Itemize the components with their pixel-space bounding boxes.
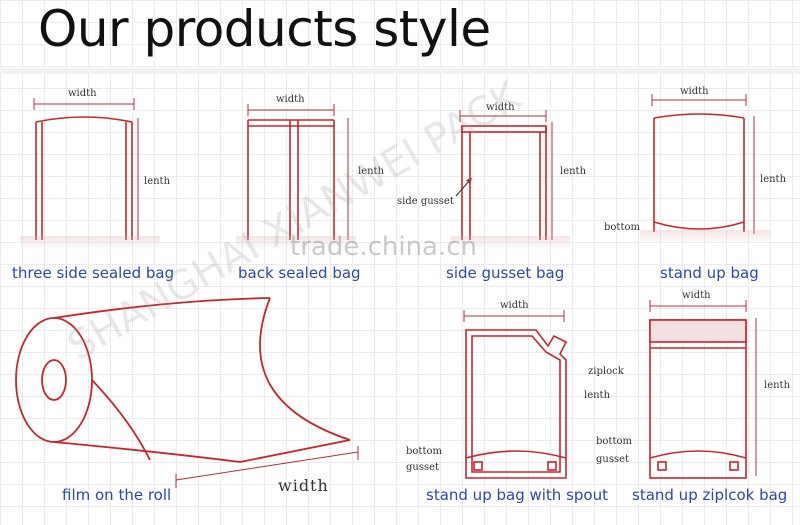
dimension-label: lenth xyxy=(584,390,611,401)
gusset-label: side gusset xyxy=(397,196,454,207)
caption-stand-up-bag-with-spout: stand up bag with spout xyxy=(426,486,608,504)
reflection xyxy=(640,230,770,244)
caption-film-on-the-roll: film on the roll xyxy=(62,486,172,504)
dimension-label: width xyxy=(682,290,711,301)
caption-stand-up-ziplock-bag: stand up ziplcok bag xyxy=(632,486,788,504)
dimension-label: lenth xyxy=(358,166,385,177)
three-side-sealed-bag-drawing xyxy=(33,98,139,240)
bottom-label: bottom xyxy=(596,436,632,447)
side-gusset-bag-drawing xyxy=(455,110,553,240)
reflection xyxy=(20,236,160,250)
ziplock-bag-drawing xyxy=(649,300,757,479)
title-band xyxy=(0,68,800,74)
reflection xyxy=(450,236,570,250)
bottom-label: bottom xyxy=(406,446,442,457)
stand-up-bag-drawing xyxy=(651,94,755,234)
film-roll-drawing xyxy=(15,297,359,488)
dimension-label: lenth xyxy=(144,176,171,187)
caption-three-side-sealed-bag: three side sealed bag xyxy=(12,264,175,282)
ziplock-label: ziplock xyxy=(588,366,624,377)
dimension-label: width xyxy=(276,94,305,105)
bottom-label: bottom xyxy=(604,222,640,233)
gusset-label: gusset xyxy=(596,454,630,465)
dimension-label: lenth xyxy=(764,380,791,391)
spout-bag-drawing xyxy=(463,310,568,479)
dimension-label: width xyxy=(68,88,97,99)
caption-stand-up-bag: stand up bag xyxy=(660,264,759,282)
dimension-label: lenth xyxy=(560,166,587,177)
caption-side-gusset-bag: side gusset bag xyxy=(446,264,565,282)
dimension-label: lenth xyxy=(760,174,787,185)
dimension-label: width xyxy=(680,86,709,97)
back-sealed-bag-drawing xyxy=(247,104,349,240)
dimension-label: width xyxy=(486,102,515,113)
gusset-label: gusset xyxy=(406,462,440,473)
dimension-label: width xyxy=(500,300,529,311)
reflection xyxy=(236,236,356,250)
dimension-label: width xyxy=(278,476,329,495)
page-title: Our products style xyxy=(38,0,491,58)
caption-back-sealed-bag: back sealed bag xyxy=(238,264,361,282)
